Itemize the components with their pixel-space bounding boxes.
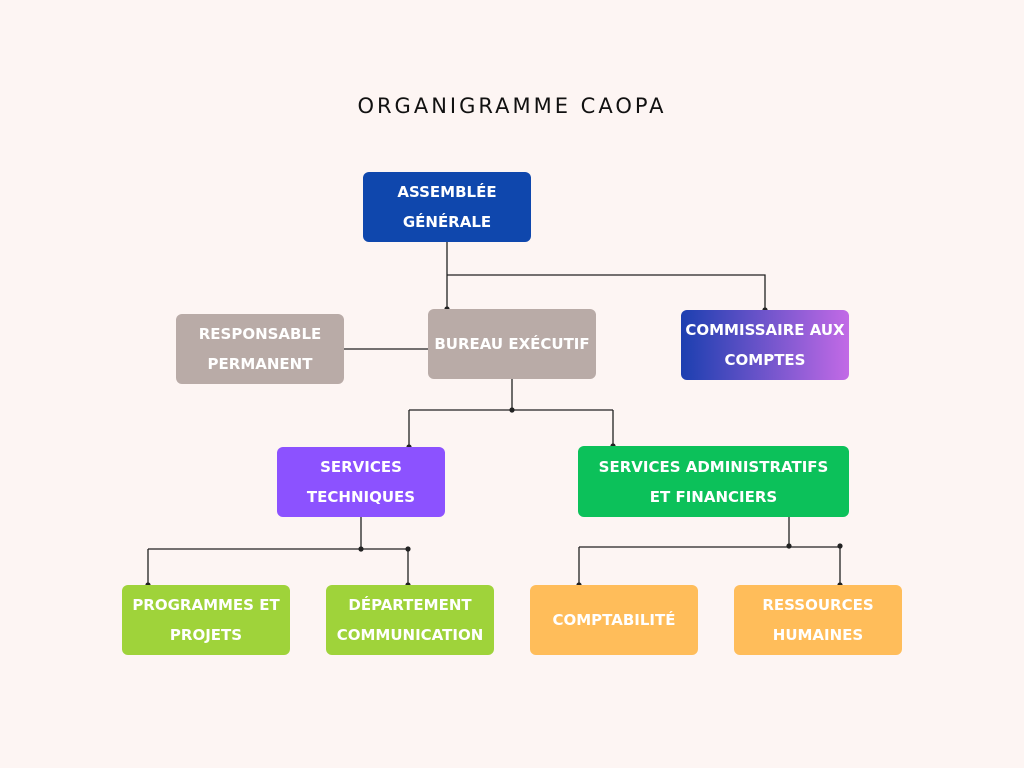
connector-bureau-services [408,379,614,447]
node-departement-communication: DÉPARTEMENT COMMUNICATION [326,585,494,655]
node-commissaire-aux-comptes: COMMISSAIRE AUX COMPTES [681,310,849,380]
node-label: PROGRAMMES ET PROJETS [132,596,280,644]
connector-services-tech-children [147,517,409,585]
node-label: COMMISSAIRE AUX COMPTES [685,321,845,369]
connector-dot [509,407,515,413]
node-bureau-executif: BUREAU EXÉCUTIF [428,309,596,379]
node-label: RESSOURCES HUMAINES [762,596,874,644]
chart-title: ORGANIGRAMME CAOPA [357,94,667,118]
connector-dot [837,543,843,549]
node-label: COMPTABILITÉ [552,611,676,629]
node-comptabilite: COMPTABILITÉ [530,585,698,655]
node-services-techniques: SERVICES TECHNIQUES [277,447,445,517]
node-label: DÉPARTEMENT COMMUNICATION [336,596,484,644]
connector-dot [786,543,792,549]
connector-services-admin-children [578,517,841,585]
node-ressources-humaines: RESSOURCES HUMAINES [734,585,902,655]
node-label: SERVICES TECHNIQUES [306,458,416,506]
node-responsable-permanent: RESPONSABLE PERMANENT [176,314,344,384]
connector-dot [405,546,411,552]
node-label: BUREAU EXÉCUTIF [434,335,590,353]
node-programmes-et-projets: PROGRAMMES ET PROJETS [122,585,290,655]
node-assemblee-generale: ASSEMBLÉE GÉNÉRALE [363,172,531,242]
node-label: SERVICES ADMINISTRATIFS ET FINANCIERS [598,457,829,506]
connector-dot [358,546,364,552]
node-services-administratifs: SERVICES ADMINISTRATIFS ET FINANCIERS [578,446,849,517]
node-label: RESPONSABLE PERMANENT [198,325,322,373]
node-label: ASSEMBLÉE GÉNÉRALE [397,183,497,231]
connector-assemblee-commissaire [447,274,766,310]
